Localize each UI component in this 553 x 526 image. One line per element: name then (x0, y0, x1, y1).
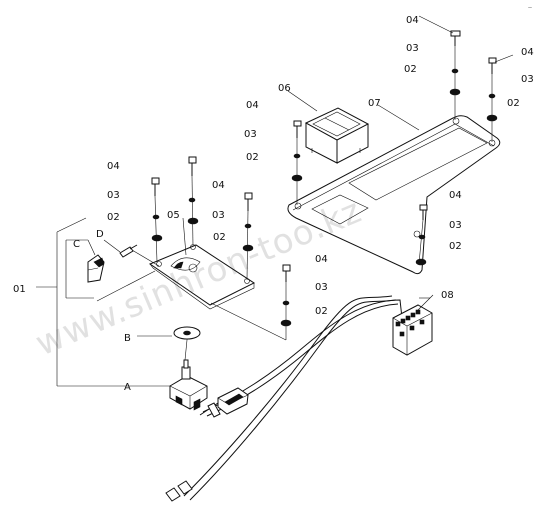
fastener-stack-3 (291, 120, 303, 205)
part-c-knob (87, 254, 105, 283)
callout-06: 06 (278, 83, 291, 94)
callout-04: 04 (212, 180, 225, 191)
callout-02: 02 (507, 98, 520, 109)
callout-04: 04 (449, 190, 462, 201)
callout-d: D (96, 229, 104, 240)
callout-03: 03 (449, 220, 462, 231)
corner-mark: — (528, 5, 532, 10)
callout-02: 02 (449, 241, 462, 252)
part-06-switch (304, 107, 370, 164)
part-07-plate (287, 115, 501, 275)
callout-04: 04 (406, 15, 419, 26)
fastener-stack-7 (242, 192, 254, 281)
callout-03: 03 (212, 210, 225, 221)
callout-04: 04 (107, 161, 120, 172)
watermark-text: www.sinhron-too.kz (30, 191, 368, 365)
callout-02: 02 (107, 212, 120, 223)
callout-03: 03 (244, 129, 257, 140)
callout-c: C (73, 239, 80, 250)
part-d-screw (119, 244, 138, 258)
group-bracket-01 (36, 217, 172, 387)
callout-leaders (182, 15, 514, 299)
callout-05: 05 (167, 210, 180, 221)
connector-08-pins (395, 309, 425, 337)
callout-03: 03 (107, 190, 120, 201)
callout-04: 04 (315, 254, 328, 265)
callout-02: 02 (315, 306, 328, 317)
fastener-stack-8 (280, 264, 292, 327)
callout-01: 01 (13, 284, 26, 295)
callout-03: 03 (521, 74, 534, 85)
fastener-stack-4 (415, 204, 428, 266)
fastener-stack-2 (486, 57, 498, 142)
callout-08: 08 (441, 290, 454, 301)
fastener-stack-5 (151, 177, 163, 263)
callout-02: 02 (246, 152, 259, 163)
part-b-washer (173, 326, 201, 340)
fastener-stack-1 (449, 30, 461, 120)
callout-04: 04 (521, 47, 534, 58)
callout-03: 03 (406, 43, 419, 54)
callout-04: 04 (246, 100, 259, 111)
part-08-harness (165, 294, 434, 502)
callout-a: A (124, 382, 131, 393)
part-a-switch (169, 359, 208, 411)
fastener-stack-6 (187, 156, 199, 247)
callout-b: B (124, 333, 131, 344)
callout-03: 03 (315, 282, 328, 293)
callout-labels: 01 02 02 02 02 02 02 02 03 03 03 03 03 0… (13, 15, 534, 393)
callout-02: 02 (213, 232, 226, 243)
callout-07: 07 (368, 98, 381, 109)
callout-02: 02 (404, 64, 417, 75)
alignment-lines (96, 249, 287, 371)
